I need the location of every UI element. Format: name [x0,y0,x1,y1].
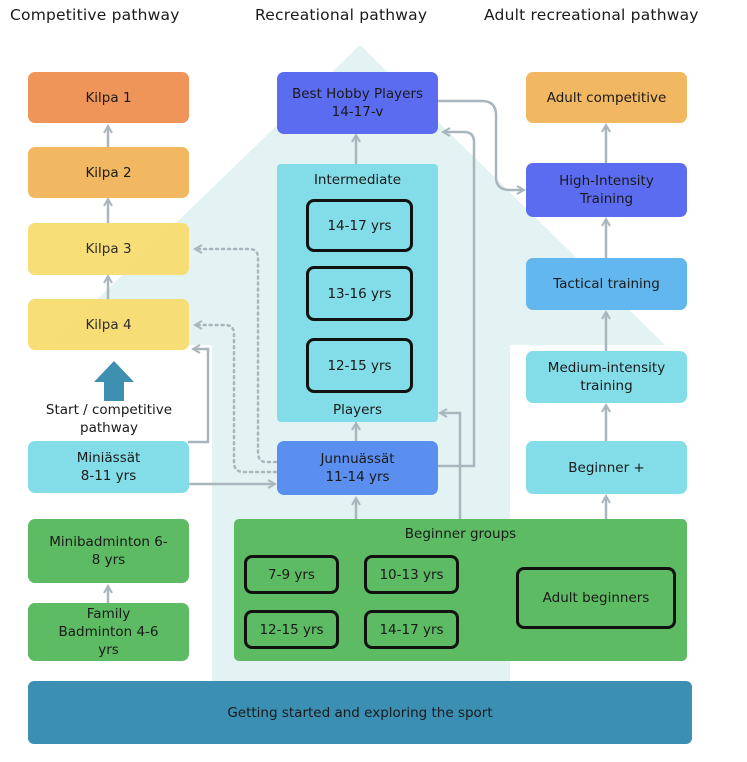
beginner-group-12-15: 12-15 yrs [244,610,339,649]
box-kilpa-2: Kilpa 2 [28,147,189,198]
beginner-groups-title: Beginner groups [404,526,517,542]
arrow-beginner-to-players [441,413,462,519]
arrow-besthobby-to-highintensity [438,99,523,190]
box-high-intensity-training: High-Intensity Training [526,163,687,217]
box-kilpa-3: Kilpa 3 [28,223,189,275]
box-family-badminton: Family Badminton 4-6 yrs [28,603,189,661]
intermediate-group-13-16: 13-16 yrs [306,266,413,321]
panel-beginner-groups [234,519,687,661]
arrow-junnuassat-to-besthobby [438,132,476,468]
beginner-group-14-17: 14-17 yrs [364,610,459,649]
intermediate-group-12-15: 12-15 yrs [306,338,413,393]
box-tactical-training: Tactical training [526,258,687,310]
start-up-arrow [94,361,134,401]
intermediate-label: Intermediate [313,172,402,188]
players-label: Players [332,402,383,418]
header-adult-recreational-pathway: Adult recreational pathway [484,6,699,24]
box-kilpa-1: Kilpa 1 [28,72,189,123]
box-beginner-plus: Beginner + [526,441,687,494]
start-competitive-label: Start / competitive pathway [45,402,173,436]
header-recreational-pathway: Recreational pathway [255,6,428,24]
box-minibadminton: Minibadminton 6-8 yrs [28,519,189,583]
dotted-arrow-junnuassat-to-kilpa3 [196,249,278,464]
beginner-group-10-13: 10-13 yrs [364,555,459,594]
adult-beginners-group: Adult beginners [516,567,676,629]
header-competitive-pathway: Competitive pathway [10,6,180,24]
dotted-arrow-junnuassat-to-kilpa4 [196,325,278,474]
box-adult-competitive: Adult competitive [526,72,687,123]
box-best-hobby-players: Best Hobby Players 14-17-v [277,72,438,134]
beginner-group-7-9: 7-9 yrs [244,555,339,594]
footer-getting-started: Getting started and exploring the sport [28,681,692,744]
intermediate-group-14-17: 14-17 yrs [306,199,413,252]
box-medium-intensity-training: Medium-intensity training [526,351,687,403]
box-kilpa-4: Kilpa 4 [28,299,189,350]
arrow-miniassat-to-kilpa4 [188,349,210,444]
box-miniassat: Miniässät 8-11 yrs [28,441,189,493]
box-junnuassat: Junnuässät 11-14 yrs [277,441,438,495]
